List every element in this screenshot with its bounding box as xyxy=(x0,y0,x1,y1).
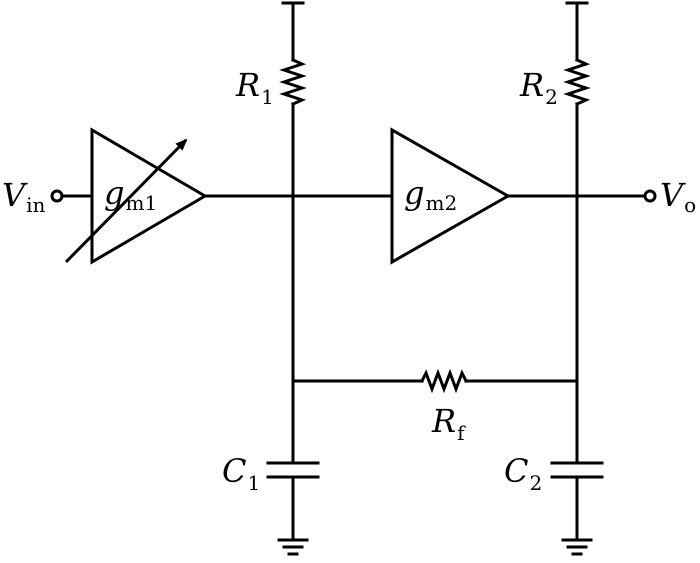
vo-terminal xyxy=(643,189,657,203)
vin-label: Vin xyxy=(2,176,46,217)
r1-resistor xyxy=(279,58,307,106)
gm2-label: gm2 xyxy=(404,174,457,215)
c1-label: C1 xyxy=(222,452,260,495)
rf-resistor xyxy=(419,368,469,394)
r1-label: R1 xyxy=(235,66,274,109)
c2-label: C2 xyxy=(504,452,542,495)
gm1-amplifier xyxy=(90,127,208,265)
r2-label: R2 xyxy=(519,66,558,109)
gm2-amplifier xyxy=(390,127,512,265)
gm1-tuning-arrow xyxy=(64,138,188,264)
vo-label: Vo xyxy=(660,176,696,217)
r2-resistor xyxy=(563,58,591,106)
gm1-label: gm1 xyxy=(104,174,157,215)
rf-label: Rf xyxy=(431,402,466,445)
